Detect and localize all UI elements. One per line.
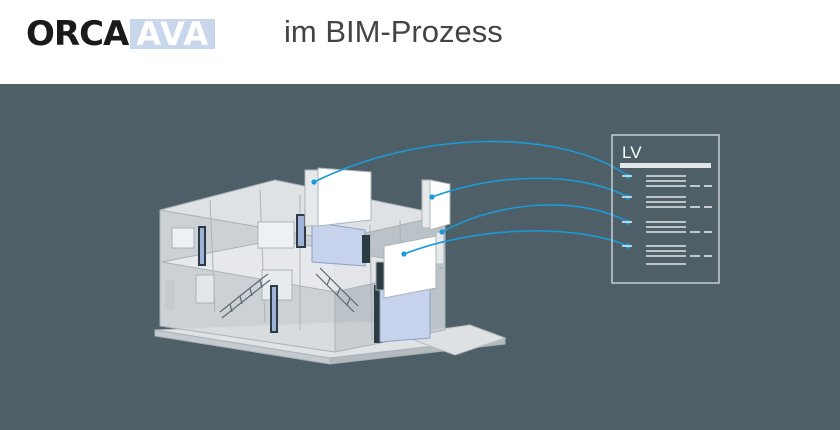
connector-lines: [313, 140, 629, 255]
page-title: im BIM-Prozess: [284, 14, 503, 49]
highlighted-elements: [311, 221, 431, 343]
header: ORCA AVA im BIM-Prozess: [0, 0, 840, 84]
logo-ava-text: AVA: [130, 18, 216, 50]
window-frames: [165, 214, 382, 343]
logo-orca-text: ORCA: [26, 14, 129, 54]
extracted-elements: [304, 167, 451, 299]
lv-document: LV: [611, 134, 720, 284]
staircase: [219, 267, 359, 319]
lv-label: LV: [622, 143, 642, 162]
orca-ava-logo: ORCA AVA: [26, 4, 216, 64]
